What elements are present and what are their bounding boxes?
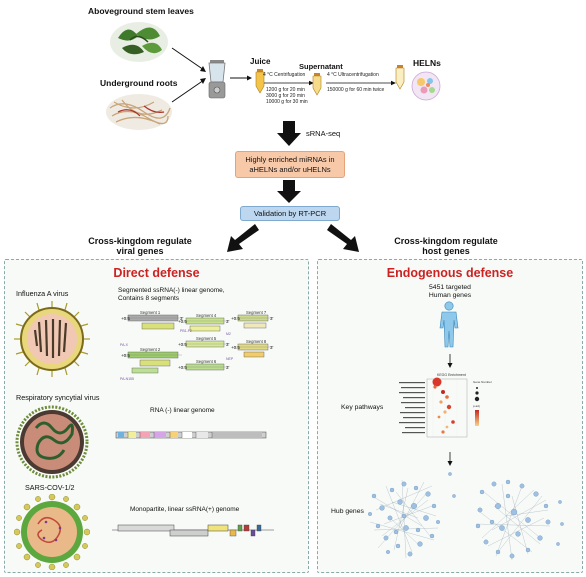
right-branch-arrow	[327, 224, 359, 252]
left-branch-line1: Cross-kingdom regulate	[88, 236, 192, 246]
svg-text:PB1-F2: PB1-F2	[180, 329, 192, 333]
svg-text:3': 3'	[226, 342, 230, 347]
sars-genome-label: Monopartite, linear ssRNA(+) genome	[130, 506, 240, 513]
aboveground-stem-leaves-image	[110, 22, 168, 62]
key-pathways-label: Key pathways	[341, 404, 384, 411]
svg-text:3': 3'	[270, 316, 274, 321]
srna-seq-label: sRNA-seq	[306, 129, 341, 138]
kegg-enrichment-plot: KEGG Enrichment Gene Number p.adj	[399, 373, 492, 438]
endogenous-defense-panel: Endogenous defense	[317, 259, 583, 573]
svg-text:+0.5: +0.5	[121, 353, 130, 358]
supernatant-tube-icon	[312, 73, 322, 96]
validation-arrow	[277, 180, 301, 203]
down-arrow-2	[447, 452, 453, 466]
right-branch-line2: host genes	[422, 246, 470, 256]
centrifugation-step-3: 10000 g for 30 min	[266, 99, 308, 105]
mirna-box-line2: aHELNs and/or uHELNs	[249, 165, 331, 174]
targeted-genes-text: 5451 targeted Human genes	[420, 284, 480, 300]
svg-text:PA-X: PA-X	[120, 343, 129, 347]
right-branch-line1: Cross-kingdom regulate	[394, 236, 498, 246]
svg-text:Gene Number: Gene Number	[473, 380, 492, 384]
svg-text:p.adj: p.adj	[473, 404, 480, 408]
svg-text:+0.5: +0.5	[231, 316, 240, 321]
svg-text:+0.5: +0.5	[178, 342, 187, 347]
ultracentrifugation-step: 150000 g for 60 min twice	[327, 87, 385, 93]
mirna-box: Highly enriched miRNAs in aHELNs and/or …	[235, 151, 345, 178]
arrow-to-juice	[230, 75, 252, 81]
targeted-line2: Human genes	[428, 292, 472, 299]
svg-text:+0.5: +0.5	[121, 316, 130, 321]
endogenous-defense-title: Endogenous defense	[386, 266, 514, 280]
svg-text:M2: M2	[226, 332, 231, 336]
input-arrows	[171, 47, 206, 103]
srna-seq-arrow	[277, 121, 301, 146]
sars-genome-diagram	[112, 524, 274, 537]
svg-text:3': 3'	[270, 345, 274, 350]
helns-label: HELNs	[413, 58, 441, 68]
influenza-genome-line2: Contains 8 segments	[118, 295, 180, 302]
segment-6-label: Segment 6	[196, 359, 217, 364]
svg-text:+0.5: +0.5	[178, 365, 187, 370]
segment-2-label: Segment 2	[140, 347, 161, 352]
underground-roots-image	[106, 94, 172, 130]
blender-icon	[208, 60, 226, 99]
supernatant-label: Supernatant	[299, 62, 343, 71]
svg-text:3': 3'	[180, 316, 184, 321]
svg-text:NEP: NEP	[226, 357, 234, 361]
segment-1-label: Segment 1	[140, 310, 161, 315]
helns-vesicles-icon	[411, 71, 441, 101]
aboveground-label: Aboveground stem leaves	[88, 6, 194, 16]
rsv-virion-illustration	[15, 405, 89, 479]
svg-text:KEGG Enrichment: KEGG Enrichment	[437, 373, 466, 377]
underground-label: Underground roots	[100, 78, 178, 88]
centrifugation-step-1: 1200 g for 20 min	[266, 87, 305, 93]
svg-text:3': 3'	[226, 365, 230, 370]
ultracentrifugation-label: 4 °C Ultracentrifugation	[327, 72, 379, 78]
down-arrow-1	[447, 354, 453, 368]
segment-8-label: Segment 8	[246, 339, 267, 344]
sars-virion-illustration	[14, 494, 90, 570]
left-branch-line2: viral genes	[116, 246, 164, 256]
rsv-genome-label: RNA (-) linear genome	[150, 407, 215, 414]
influenza-genome-description: Segmented ssRNA(-) linear genome, Contai…	[118, 287, 298, 303]
svg-text:3': 3'	[226, 319, 230, 324]
influenza-genome-line1: Segmented ssRNA(-) linear genome,	[118, 287, 225, 294]
segment-4-label: Segment 4	[196, 313, 217, 318]
left-branch-arrow	[227, 224, 259, 252]
centrifugation-label: 4 °C Centrifugation	[263, 72, 306, 78]
segment-5-label: Segment 5	[196, 336, 217, 341]
juice-label: Juice	[250, 57, 271, 66]
svg-text:PA-N155: PA-N155	[120, 377, 134, 381]
influenza-label: Influenza A virus	[16, 289, 69, 298]
helns-tube-icon	[395, 65, 405, 90]
juice-tube-icon	[255, 69, 265, 94]
centrifugation-arrow	[264, 80, 314, 86]
right-branch-heading: Cross-kingdom regulate host genes	[366, 236, 526, 256]
segment-7-label: Segment 7	[246, 310, 267, 315]
rsv-label: Respiratory syncytial virus	[16, 393, 100, 402]
direct-defense-title: Direct defense	[113, 266, 200, 280]
influenza-segments-diagram: +0.5 +0.5 +0.5 +0.5 +0.5 +0.5 +0.5 3' 3' 3' 3'…	[120, 314, 274, 381]
hub-genes-network	[368, 472, 564, 561]
hub-genes-label: Hub genes	[331, 508, 364, 515]
svg-text:+0.5: +0.5	[178, 319, 187, 324]
human-body-icon	[439, 301, 459, 348]
left-branch-heading: Cross-kingdom regulate viral genes	[60, 236, 220, 256]
validation-box: Validation by RT-PCR	[240, 206, 340, 221]
rsv-genome-diagram	[115, 431, 267, 439]
targeted-line1: 5451 targeted	[429, 284, 471, 291]
influenza-virion-illustration	[14, 301, 90, 377]
centrifugation-step-2: 3000 g for 20 min	[266, 93, 305, 99]
mirna-box-line1: Highly enriched miRNAs in	[245, 155, 335, 164]
ultracentrifugation-arrow	[326, 80, 396, 86]
sars-label: SARS-COV-1/2	[25, 483, 75, 492]
svg-text:+0.5: +0.5	[231, 345, 240, 350]
